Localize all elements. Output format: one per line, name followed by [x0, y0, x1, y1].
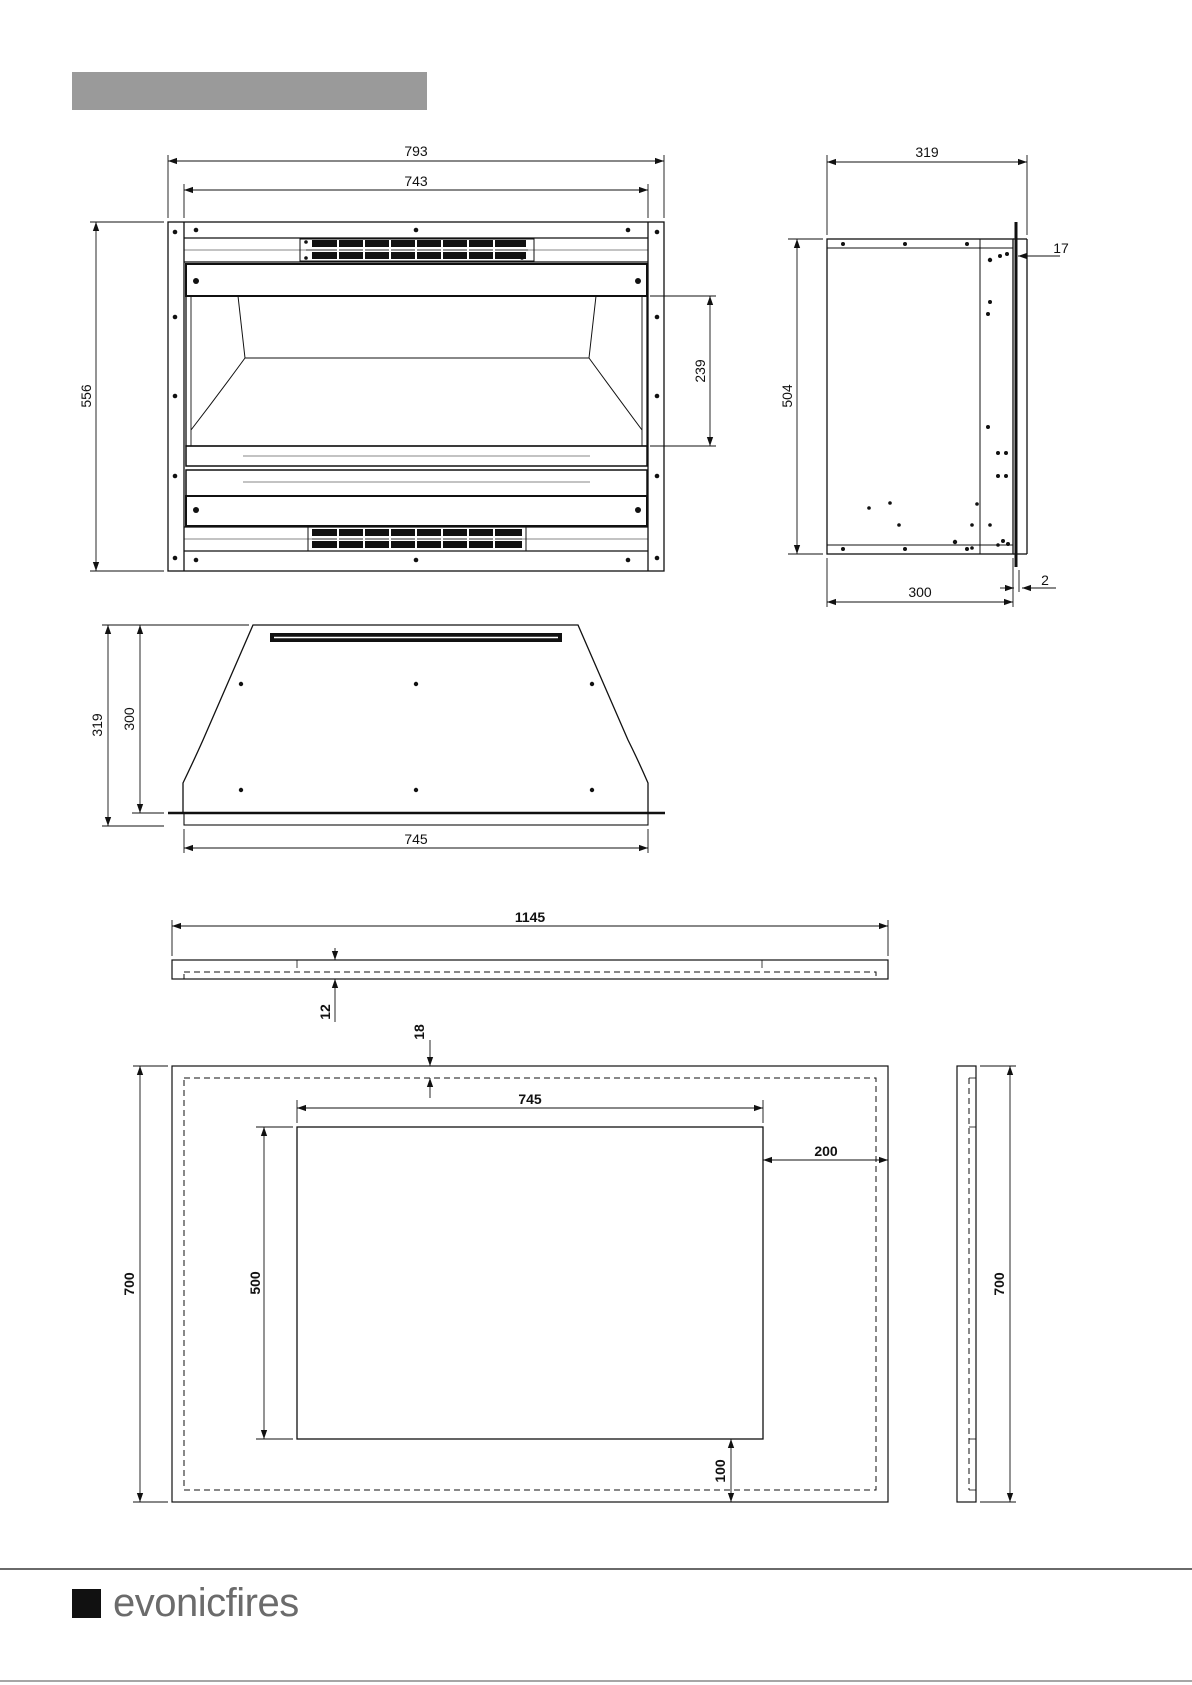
recess-opening	[297, 1127, 763, 1439]
dim-mantel-width: 1145	[515, 909, 546, 925]
mantel-plan-view	[172, 960, 888, 979]
front-view	[168, 222, 664, 571]
dim-side-height: 504	[779, 384, 795, 408]
dim-front-width-overall: 793	[404, 143, 428, 159]
side-screw-holes	[841, 242, 1010, 551]
dim-side-plate: 2	[1041, 572, 1049, 588]
mantel-dimension-lines	[172, 920, 888, 1022]
dim-front-height: 556	[78, 384, 94, 408]
top-screw-holes	[239, 682, 594, 792]
dim-front-width-inner: 743	[404, 173, 428, 189]
dim-top-depth-overall: 319	[89, 713, 105, 737]
dim-recess-top-gap: 18	[411, 1024, 427, 1040]
dim-top-depth-body: 300	[121, 707, 137, 731]
panel-side-view	[957, 1066, 976, 1502]
dim-mantel-thickness: 12	[317, 1004, 333, 1020]
top-view	[168, 625, 665, 825]
dim-panel-height-left: 700	[121, 1272, 137, 1296]
top-vent	[270, 633, 562, 642]
panel-front-view	[172, 1066, 888, 1502]
section-header-bar	[72, 72, 427, 110]
front-screw-holes	[173, 228, 660, 563]
dim-recess-width: 745	[518, 1091, 542, 1107]
dim-panel-height-right: 700	[991, 1272, 1007, 1296]
front-vent-slots	[338, 240, 494, 548]
dim-side-depth-body: 300	[908, 584, 932, 600]
panel-dimension-lines	[133, 1040, 888, 1502]
side-view	[827, 222, 1027, 567]
dim-side-depth-overall: 319	[915, 144, 939, 160]
dim-front-opening-height: 239	[692, 359, 708, 383]
dim-recess-side-gap: 200	[814, 1143, 838, 1159]
dim-recess-height: 500	[247, 1271, 263, 1295]
brand-logo-text: evonicfires	[113, 1581, 299, 1625]
side-dimension-lines	[788, 155, 1060, 607]
dim-side-flange: 17	[1053, 240, 1069, 256]
dim-top-width: 745	[404, 831, 428, 847]
dim-recess-bottom-gap: 100	[712, 1459, 728, 1483]
logo-square-icon	[72, 1589, 101, 1618]
